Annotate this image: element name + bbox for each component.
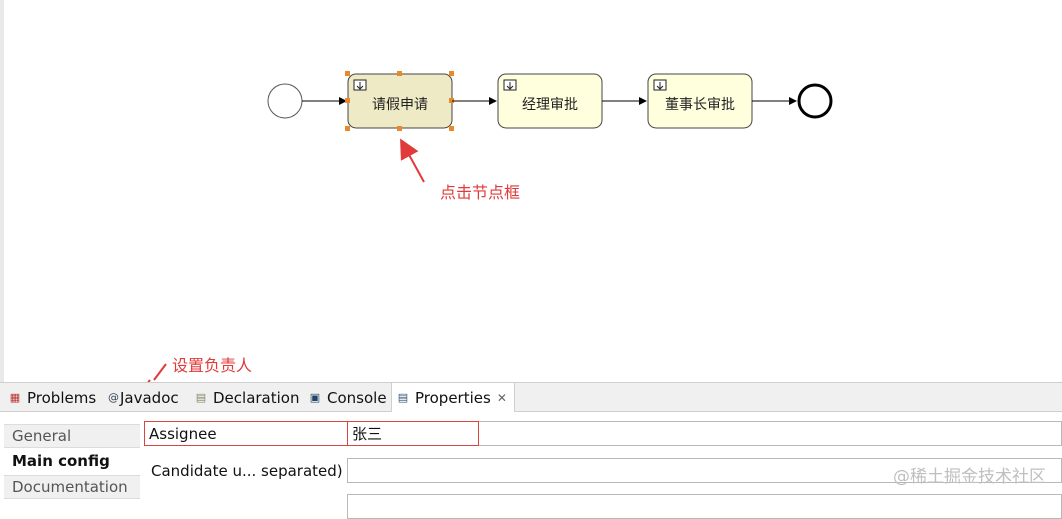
task-label-2: 经理审批 <box>522 97 578 113</box>
assignee-label-cell: Assignee <box>144 421 348 446</box>
process-diagram: 请假申请 经理审批 董 <box>153 71 833 381</box>
task-node-2[interactable]: 经理审批 <box>497 73 603 129</box>
javadoc-icon: @ <box>108 390 119 404</box>
tab-problems[interactable]: ▦ Problems <box>9 388 97 407</box>
next-property-input[interactable] <box>347 494 1062 519</box>
task-label-1: 请假申请 <box>372 97 428 113</box>
tab-declaration[interactable]: ▤ Declaration <box>195 388 300 407</box>
declaration-icon: ▤ <box>195 390 207 404</box>
assignee-input[interactable]: 张三 <box>347 421 1062 446</box>
sidebar-item-main-config[interactable]: Main config <box>4 449 140 473</box>
annotation-set-assignee: 设置负责人 <box>172 356 253 375</box>
task-node-1[interactable]: 请假申请 <box>345 71 454 131</box>
annotation-arrow-sidebar <box>153 363 167 381</box>
tab-console[interactable]: ▣ Console <box>309 388 387 407</box>
task-node-3[interactable]: 董事长审批 <box>647 73 753 129</box>
annotation-arrow-node <box>400 138 425 183</box>
task-label-3: 董事长审批 <box>665 97 735 113</box>
diagram-canvas[interactable]: 请假申请 经理审批 董 <box>0 0 1062 382</box>
start-event[interactable] <box>267 83 303 119</box>
annotation-click-node: 点击节点框 <box>440 183 521 202</box>
selection-handles <box>345 71 454 131</box>
view-tab-bar: ▦ Problems @ Javadoc ▤ Declaration ▣ Con… <box>0 382 1062 412</box>
candidate-input[interactable] <box>347 458 1062 483</box>
watermark: @稀土掘金技术社区 <box>893 467 1046 487</box>
console-icon: ▣ <box>309 390 321 404</box>
tab-javadoc[interactable]: @ Javadoc <box>108 388 179 407</box>
sidebar-item-documentation[interactable]: Documentation <box>4 475 140 499</box>
assignee-highlight <box>347 421 479 446</box>
end-event[interactable] <box>797 83 833 119</box>
problems-icon: ▦ <box>9 390 21 404</box>
candidate-label: Candidate u... separated) <box>151 462 343 480</box>
properties-sidebar: General Main config Documentation <box>0 412 140 501</box>
tab-properties[interactable]: ▤ Properties ✕ <box>391 383 515 412</box>
properties-icon: ▤ <box>397 390 409 404</box>
sidebar-item-general[interactable]: General <box>4 424 140 448</box>
assignee-label: Assignee <box>149 424 217 443</box>
properties-panel: Assignee 张三 Candidate u... separated) <box>140 412 1062 519</box>
close-icon[interactable]: ✕ <box>496 390 507 405</box>
